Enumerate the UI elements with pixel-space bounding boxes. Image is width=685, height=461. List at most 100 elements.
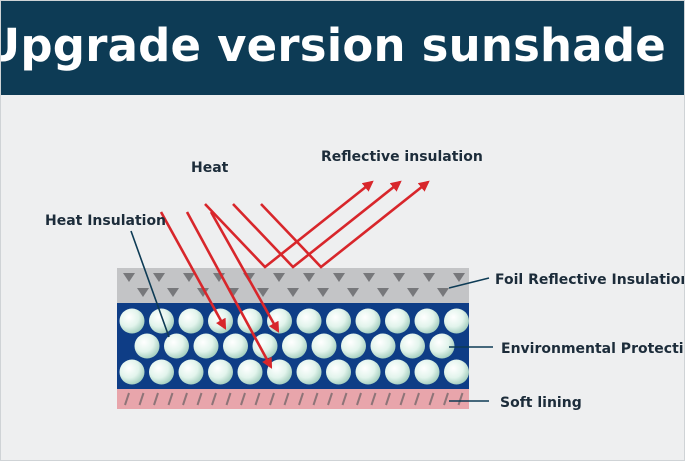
lining-mark <box>399 392 406 406</box>
lining-mark <box>341 392 348 406</box>
foil-triangle <box>137 288 149 297</box>
bubble <box>149 308 174 334</box>
reflected-arrow-3 <box>260 180 430 269</box>
soft-lining-layer <box>117 389 469 409</box>
bubble <box>119 308 145 334</box>
bubble <box>444 359 469 385</box>
absorbed-heat-arrows <box>159 211 280 369</box>
foil-triangle <box>377 288 389 297</box>
label-reflective-insulation: Reflective insulation <box>321 149 483 165</box>
leader-foil <box>448 277 490 289</box>
bubble <box>444 308 469 334</box>
bubble <box>164 333 189 359</box>
foil-triangle <box>153 273 165 282</box>
bubble <box>429 333 455 359</box>
bubble <box>385 359 410 385</box>
foil-triangle <box>197 288 209 297</box>
bubble-layer <box>117 303 469 389</box>
bubble <box>311 333 337 359</box>
bubble <box>223 333 248 359</box>
foil-triangle <box>333 273 345 282</box>
bubble <box>237 359 263 385</box>
lining-mark <box>312 392 319 406</box>
bubble <box>178 359 204 385</box>
bubble <box>414 308 440 334</box>
absorbed-arrow-1 <box>159 211 227 330</box>
leader-heat-insulation <box>130 230 170 338</box>
label-heat-insulation: Heat Insulation <box>45 213 166 229</box>
lining-mark <box>327 392 333 406</box>
lining-mark <box>240 392 246 406</box>
bubble <box>193 333 219 359</box>
lining-mark <box>443 392 449 406</box>
foil-triangle <box>183 273 195 282</box>
bubble <box>149 359 174 385</box>
label-foil-reflective-insulation: Foil Reflective Insulation <box>495 272 684 288</box>
bubble <box>355 308 381 334</box>
foil-triangle <box>303 273 315 282</box>
reflected-arrow-1 <box>204 180 374 269</box>
lining-mark <box>254 392 261 406</box>
lining-mark <box>457 392 464 406</box>
bubble <box>385 308 410 334</box>
reflected-arrow-2 <box>232 180 402 269</box>
absorbed-arrow-3 <box>209 211 280 333</box>
lining-mark <box>356 392 362 406</box>
foil-triangle <box>363 273 375 282</box>
lining-mark <box>414 392 420 406</box>
foil-triangle <box>347 288 359 297</box>
lining-mark <box>225 392 232 406</box>
foil-triangle <box>287 288 299 297</box>
bubble <box>400 333 425 359</box>
bubble <box>282 333 307 359</box>
bubble <box>355 359 381 385</box>
lining-mark <box>385 392 391 406</box>
bubble <box>208 359 233 385</box>
foil-triangle <box>437 288 449 297</box>
label-soft-lining: Soft lining <box>500 395 582 411</box>
lining-mark <box>182 392 188 406</box>
bubble <box>326 308 351 334</box>
lining-mark <box>283 392 290 406</box>
bubble <box>252 333 278 359</box>
foil-triangle <box>273 273 285 282</box>
foil-triangle <box>167 288 179 297</box>
lining-mark <box>196 392 203 406</box>
bubble <box>119 359 145 385</box>
lining-mark <box>138 392 145 406</box>
lining-mark <box>269 392 275 406</box>
bubble <box>267 308 292 334</box>
bubble <box>178 308 204 334</box>
foil-triangle <box>123 273 135 282</box>
bubble <box>134 333 160 359</box>
absorbed-arrow-2 <box>185 211 273 369</box>
bubble <box>414 359 440 385</box>
foil-triangle <box>257 288 269 297</box>
lining-mark <box>211 392 217 406</box>
label-heat: Heat <box>191 160 229 176</box>
label-environmental-protection: Environmental Protection C <box>501 341 684 357</box>
foil-triangle <box>393 273 405 282</box>
lining-mark <box>124 392 130 406</box>
page-title: Upgrade version sunshade <box>0 19 666 72</box>
bubble <box>296 308 322 334</box>
foil-triangle <box>317 288 329 297</box>
bubble <box>267 359 292 385</box>
lining-mark <box>428 392 435 406</box>
lining-mark <box>153 392 159 406</box>
foil-triangle <box>453 273 465 282</box>
reflected-heat-arrows <box>204 180 430 269</box>
leader-lines <box>130 230 493 402</box>
lining-mark <box>298 392 304 406</box>
bubble <box>370 333 396 359</box>
bubble <box>296 359 322 385</box>
lining-mark <box>370 392 377 406</box>
lining-mark <box>167 392 174 406</box>
foil-triangle <box>407 288 419 297</box>
bubble <box>326 359 351 385</box>
bubble <box>341 333 366 359</box>
title-banner: Upgrade version sunshade <box>1 1 684 95</box>
foil-layer <box>117 268 469 303</box>
